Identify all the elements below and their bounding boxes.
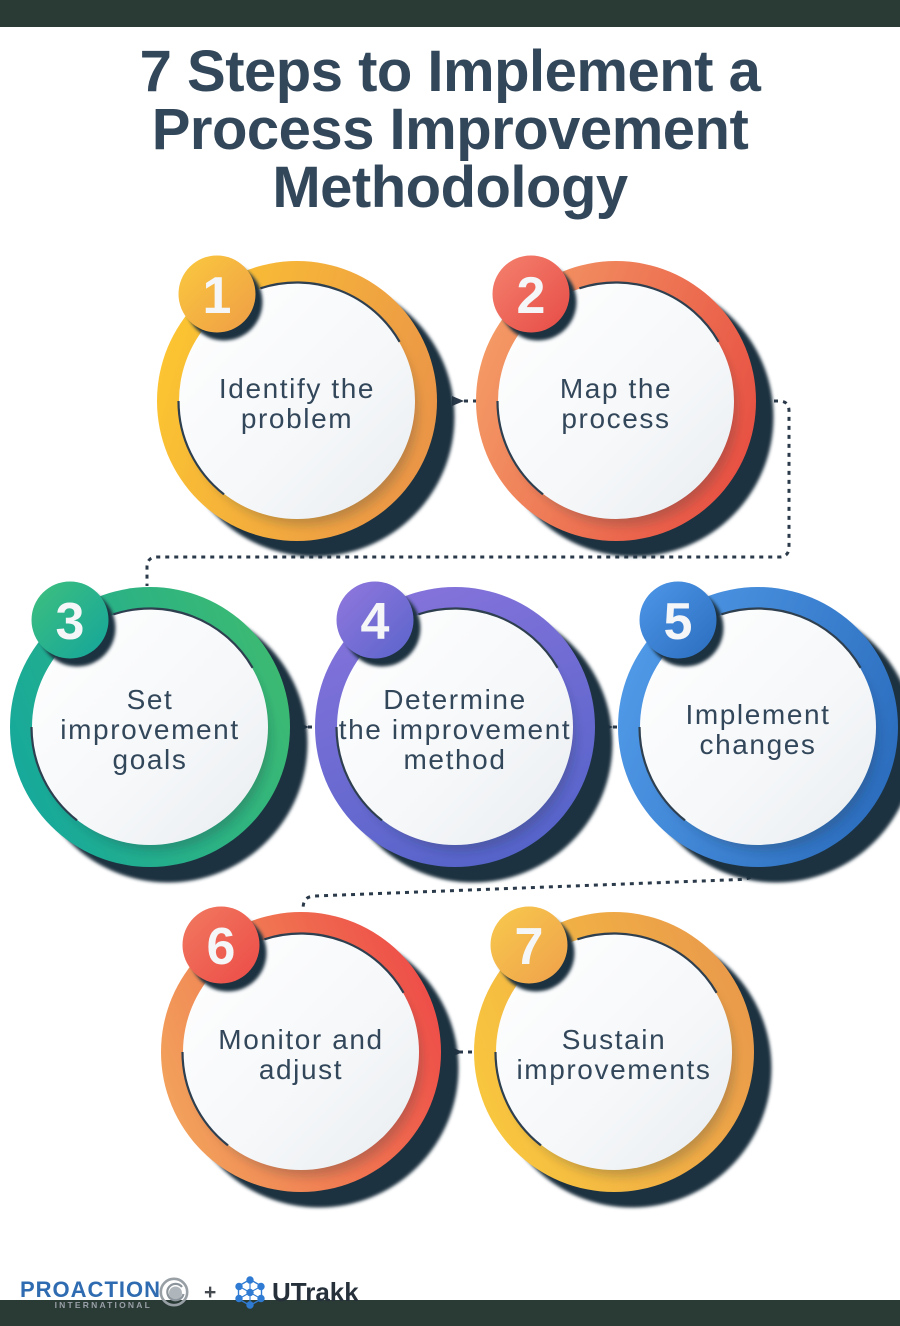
svg-text:Implement: Implement — [685, 699, 830, 730]
svg-text:7: 7 — [515, 918, 544, 976]
svg-text:6: 6 — [207, 918, 236, 976]
svg-text:INTERNATIONAL: INTERNATIONAL — [55, 1300, 152, 1310]
svg-text:1: 1 — [203, 267, 232, 325]
svg-text:changes: changes — [699, 729, 816, 760]
svg-text:5: 5 — [664, 593, 693, 651]
svg-text:adjust: adjust — [259, 1054, 343, 1085]
svg-text:process: process — [561, 403, 670, 434]
svg-text:improvement: improvement — [60, 714, 239, 745]
svg-text:improvements: improvements — [516, 1054, 711, 1085]
svg-text:Sustain: Sustain — [562, 1024, 667, 1055]
svg-text:+: + — [204, 1281, 216, 1304]
svg-text:goals: goals — [113, 744, 188, 775]
svg-text:Identify the: Identify the — [219, 373, 375, 404]
svg-text:problem: problem — [241, 403, 353, 434]
svg-text:Determine: Determine — [383, 684, 527, 715]
svg-text:the improvement: the improvement — [339, 714, 572, 745]
svg-text:3: 3 — [56, 593, 85, 651]
svg-text:4: 4 — [361, 593, 390, 651]
svg-text:Set: Set — [127, 684, 174, 715]
svg-text:Map the: Map the — [560, 373, 672, 404]
svg-text:2: 2 — [517, 267, 546, 325]
svg-text:method: method — [404, 744, 507, 775]
svg-text:Monitor and: Monitor and — [218, 1024, 383, 1055]
svg-text:UTrakk: UTrakk — [272, 1277, 359, 1307]
svg-text:PROACTION: PROACTION — [20, 1277, 161, 1302]
